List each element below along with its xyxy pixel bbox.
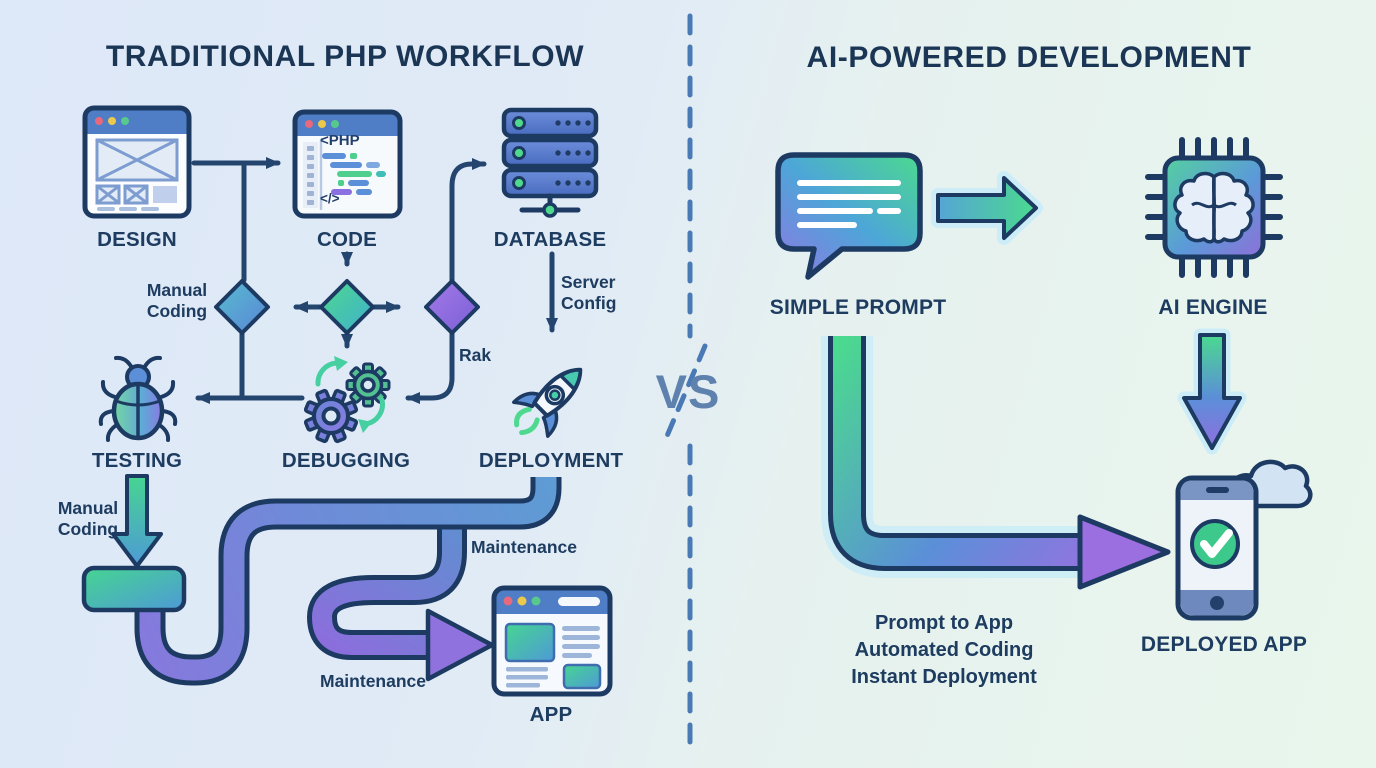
gears-icon <box>303 356 391 444</box>
benefits-text: Prompt to App Automated Coding Instant D… <box>794 610 1094 691</box>
app-window-icon <box>491 585 613 697</box>
simple-prompt-label: SIMPLE PROMPT <box>769 296 947 319</box>
chat-bubble-icon <box>775 152 923 280</box>
diamond-rak <box>424 279 480 335</box>
pipe-arrowhead <box>425 608 495 682</box>
brain-icon <box>1173 171 1255 244</box>
left-panel-title: TRADITIONAL PHP WORKFLOW <box>105 40 585 73</box>
bug-icon <box>98 355 178 442</box>
maintenance-annotation-1: Maintenance <box>471 537 577 557</box>
decision-diamonds <box>214 279 480 335</box>
manual-coding-annotation-bottom: Manual Coding <box>57 498 119 539</box>
maintenance-pipe-to-app <box>306 516 495 682</box>
benefit-line-1: Prompt to App <box>874 612 1014 634</box>
php-tag-text: <PHP <box>320 132 360 149</box>
testing-down-arrow <box>111 474 163 568</box>
prompt-to-engine-arrow <box>931 171 1043 245</box>
vs-badge: VS <box>655 365 721 418</box>
ai-chip-brain-icon <box>1145 137 1283 278</box>
maintenance-annotation-2: Maintenance <box>320 671 426 691</box>
check-icon <box>1200 529 1233 558</box>
debugging-label: DEBUGGING <box>281 449 411 472</box>
server-config-annotation: Server Config <box>561 272 617 313</box>
divider-dashed-line <box>664 13 708 757</box>
app-label: APP <box>529 703 573 726</box>
testing-label: TESTING <box>91 449 183 472</box>
code-label: CODE <box>316 228 378 251</box>
design-label: DESIGN <box>97 228 177 251</box>
ai-engine-label: AI ENGINE <box>1158 296 1268 319</box>
database-label: DATABASE <box>493 228 607 251</box>
benefit-line-3: Instant Deployment <box>851 666 1037 688</box>
code-editor-icon <box>292 109 403 219</box>
browser-wireframe-icon <box>82 105 192 219</box>
rak-annotation: Rak <box>459 345 492 365</box>
deployment-label: DEPLOYMENT <box>478 449 624 472</box>
right-panel-title: AI-POWERED DEVELOPMENT <box>806 41 1252 74</box>
deployed-app-label: DEPLOYED APP <box>1140 633 1308 656</box>
flow-connectors <box>191 157 558 404</box>
maintenance-pipe-loop <box>134 477 562 686</box>
diamond-middle <box>319 279 375 335</box>
engine-to-app-arrow <box>1177 328 1247 455</box>
code-tag-text: </> <box>320 191 340 206</box>
manual-coding-annotation-top: Manual Coding <box>146 280 208 321</box>
phone-check-icon <box>1175 459 1313 621</box>
rocket-icon <box>512 367 583 438</box>
server-stack-icon <box>501 107 599 218</box>
benefit-line-2: Automated Coding <box>854 639 1034 661</box>
rework-node <box>81 565 187 613</box>
diamond-manual-coding <box>214 279 270 335</box>
prompt-to-app-arrow <box>821 336 1171 590</box>
